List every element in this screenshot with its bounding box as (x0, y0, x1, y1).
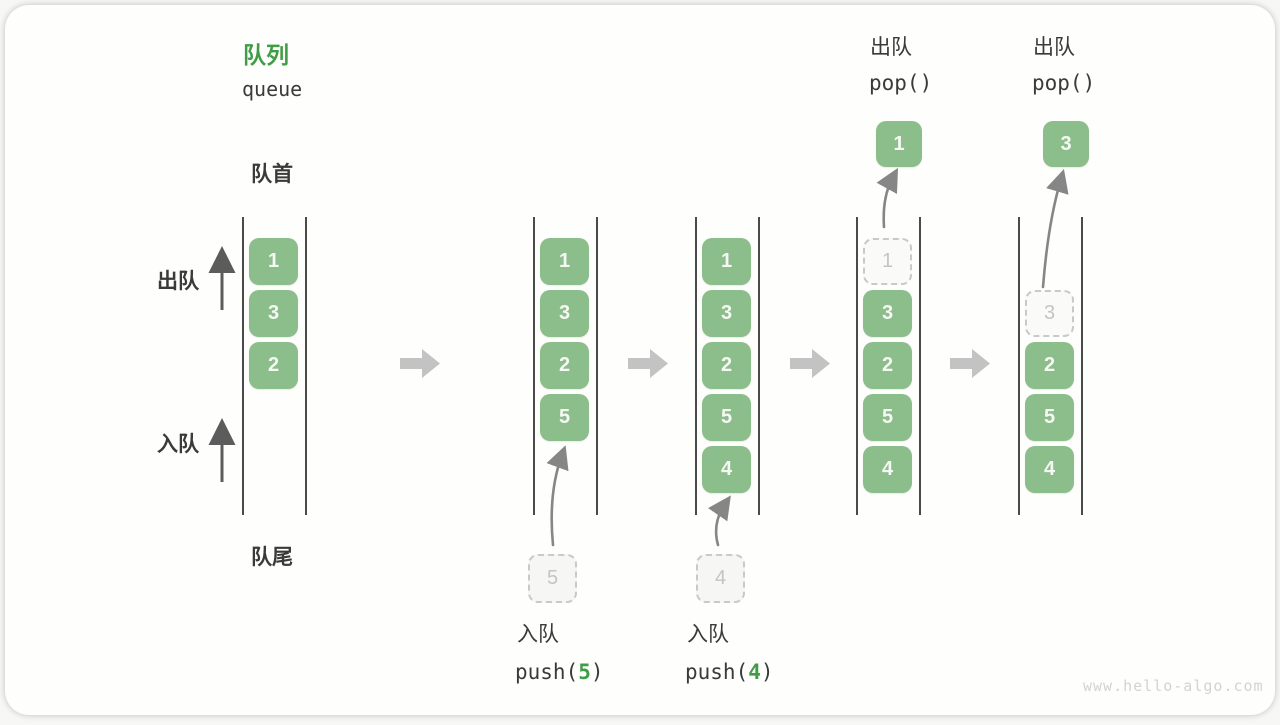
push-trajectory-arrow (708, 495, 731, 547)
queue-front-label: 队首 (251, 163, 293, 186)
queue-cell: 2 (540, 342, 589, 389)
pop-trajectory-arrow (876, 167, 899, 229)
dequeue-side-label: 出队 (157, 270, 199, 293)
watermark-url: www.hello-algo.com (1083, 677, 1264, 695)
diagram-card: 队列 queue 队首 队尾 出队 入队 1 3 2 1 3 2 5 1 3 2 5 4 1 3 2 5 4 3 2… (5, 5, 1275, 715)
arrow-overlay (208, 167, 1069, 547)
push-trajectory-arrow (546, 445, 569, 547)
queue-cell: 5 (1025, 394, 1074, 441)
queue-cell: 3 (702, 290, 751, 337)
queue-wall-right (305, 217, 307, 515)
pop-trajectory-arrow (1041, 169, 1069, 289)
diagram-title-zh: 队列 (243, 42, 289, 68)
queue-cell: 1 (702, 238, 751, 285)
queue-wall-left (242, 217, 244, 515)
popped-item-box: 1 (876, 121, 922, 167)
queue-wall-left (695, 217, 697, 515)
dequeue-op-label: 出队 (870, 36, 912, 59)
queue-cell: 2 (1025, 342, 1074, 389)
diagram-title-en: queue (242, 77, 303, 101)
queue-wall-left (856, 217, 858, 515)
queue-cell: 1 (540, 238, 589, 285)
pop-code: pop() (1032, 71, 1096, 95)
enqueue-op-label: 入队 (687, 623, 729, 646)
queue-cell: 3 (249, 290, 298, 337)
queue-wall-right (596, 217, 598, 515)
queue-cell: 5 (540, 394, 589, 441)
queue-cell: 3 (540, 290, 589, 337)
push-arg: 4 (748, 660, 761, 684)
queue-cell: 2 (249, 342, 298, 389)
queue-cell: 4 (1025, 446, 1074, 493)
enqueue-op-label: 入队 (517, 623, 559, 646)
staged-item-box: 4 (696, 554, 745, 603)
queue-cell: 1 (249, 238, 298, 285)
queue-wall-right (1081, 217, 1083, 515)
queue-wall-left (1018, 217, 1020, 515)
queue-cell: 5 (702, 394, 751, 441)
queue-cell: 2 (863, 342, 912, 389)
push-code: push(5) (515, 660, 604, 684)
pop-code: pop() (869, 71, 933, 95)
queue-wall-right (758, 217, 760, 515)
queue-cell: 3 (863, 290, 912, 337)
queue-wall-right (919, 217, 921, 515)
enqueue-side-label: 入队 (157, 433, 199, 456)
dequeue-op-label: 出队 (1033, 36, 1075, 59)
queue-cell: 4 (702, 446, 751, 493)
queue-cell: 2 (702, 342, 751, 389)
queue-cell: 4 (863, 446, 912, 493)
queue-cell-dashed: 3 (1025, 290, 1074, 337)
queue-rear-label: 队尾 (251, 546, 293, 569)
popped-item-box: 3 (1043, 121, 1089, 167)
push-arg: 5 (578, 660, 591, 684)
push-code: push(4) (685, 660, 774, 684)
queue-wall-left (533, 217, 535, 515)
queue-cell-dashed: 1 (863, 238, 912, 285)
staged-item-box: 5 (528, 554, 577, 603)
queue-cell: 5 (863, 394, 912, 441)
